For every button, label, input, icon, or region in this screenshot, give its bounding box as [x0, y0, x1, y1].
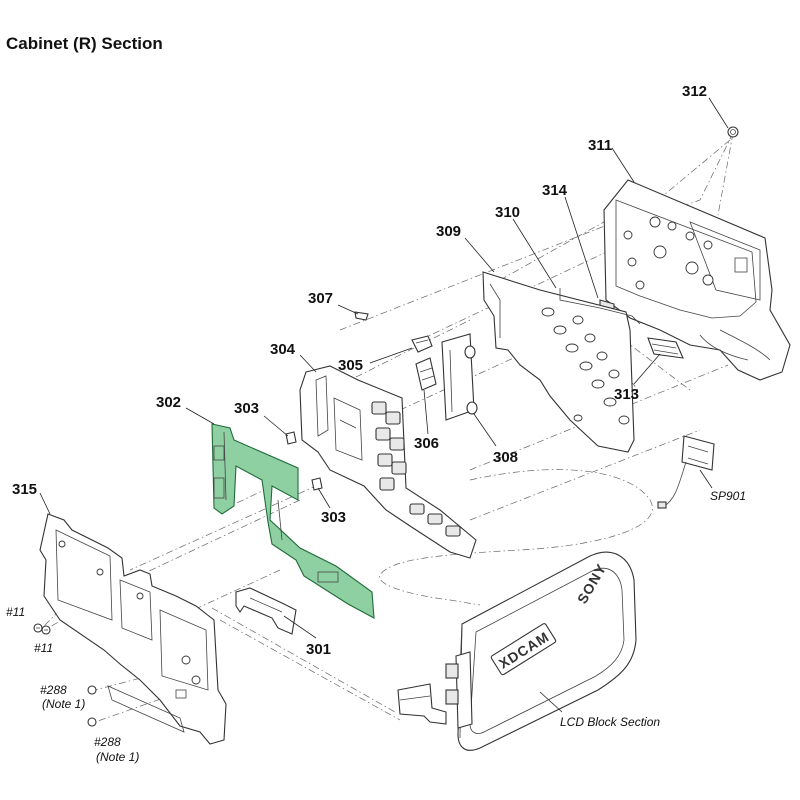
part-304-control-panel — [299, 365, 477, 559]
callout-309: 309 — [436, 223, 461, 240]
part-313-bracket — [647, 337, 684, 359]
label-screw-11-a: #11 — [6, 605, 25, 619]
screw-11-b — [41, 625, 51, 635]
label-screw-288-a: #288 — [40, 683, 67, 697]
label-sp901: SP901 — [710, 489, 746, 503]
part-311-cabinet-frame — [603, 179, 791, 381]
callout-302: 302 — [156, 394, 181, 411]
part-303-clip-upper — [285, 431, 297, 445]
part-307-clip — [354, 311, 369, 321]
callout-312: 312 — [682, 83, 707, 100]
label-lcd-block-section: LCD Block Section — [560, 715, 660, 729]
callout-304: 304 — [270, 341, 296, 358]
label-screw-11-b: #11 — [34, 641, 53, 655]
part-308-hinge-cover — [441, 333, 478, 421]
callout-305: 305 — [338, 357, 363, 374]
part-309-sheet-frame — [482, 271, 635, 453]
screw-288-b — [87, 717, 97, 727]
part-303-clip-lower — [311, 477, 323, 491]
part-302-circuit-board — [211, 423, 375, 619]
part-310-wire — [559, 288, 641, 325]
part-312-cap — [727, 126, 739, 138]
label-note-1-a: (Note 1) — [42, 697, 85, 711]
callout-313: 313 — [614, 386, 639, 403]
label-screw-288-b: #288 — [94, 735, 121, 749]
reference-labels: SP901 LCD Block Section #11 #11 #288 (No… — [6, 489, 746, 764]
callout-315: 315 — [12, 481, 37, 498]
part-sp901-speaker — [657, 435, 715, 509]
part-306-button — [415, 357, 437, 391]
part-305-button — [411, 335, 433, 353]
part-315-lower-frame — [39, 513, 227, 745]
screw-11-a — [33, 623, 43, 633]
callout-numbers: 312 311 314 310 309 307 305 304 302 303 … — [12, 83, 707, 658]
callout-303-upper: 303 — [234, 400, 259, 417]
callout-306: 306 — [414, 435, 439, 452]
page-title: Cabinet (R) Section — [6, 34, 163, 53]
callout-303-lower: 303 — [321, 509, 346, 526]
callout-308: 308 — [493, 449, 518, 466]
callout-301: 301 — [306, 641, 331, 658]
callout-314: 314 — [542, 182, 568, 199]
callout-leader-lines — [39, 97, 729, 713]
lcd-block-section: XDCAM SONY — [397, 551, 637, 751]
callout-310: 310 — [495, 204, 520, 221]
callout-307: 307 — [308, 290, 333, 307]
label-note-1-b: (Note 1) — [96, 750, 139, 764]
screw-288-a — [87, 685, 97, 695]
part-301-sheet — [235, 587, 297, 635]
callout-311: 311 — [588, 137, 612, 154]
